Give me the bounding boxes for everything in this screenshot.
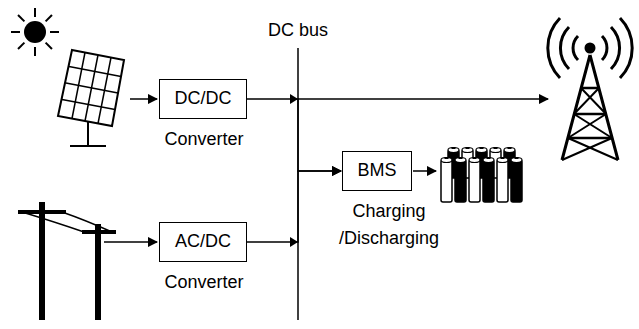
load-wire [298,98,548,100]
converter-box: DC/DCConverter [159,79,247,119]
panel-wire [130,98,157,100]
power-flow-arrow [247,99,341,171]
box-caption: Converter [149,126,259,153]
converter-box: BMSCharging /Discharging [342,151,412,191]
battery-pack [441,147,522,202]
power-flow-arrow [247,171,341,242]
solar-panel [58,50,124,146]
box-caption: Converter [149,269,259,296]
box-caption: Charging /Discharging [333,198,445,252]
bus-label: DC bus [248,20,348,41]
telecom-tower [548,18,632,160]
grid-wire [104,241,157,243]
box-title: BMS [357,161,396,181]
box-title: AC/DC [175,232,231,252]
sun-icon [11,8,59,56]
battery-wire [413,170,436,172]
box-title: DC/DC [175,89,232,109]
converter-box: AC/DCConverter [159,222,247,262]
utility-poles [18,202,116,320]
